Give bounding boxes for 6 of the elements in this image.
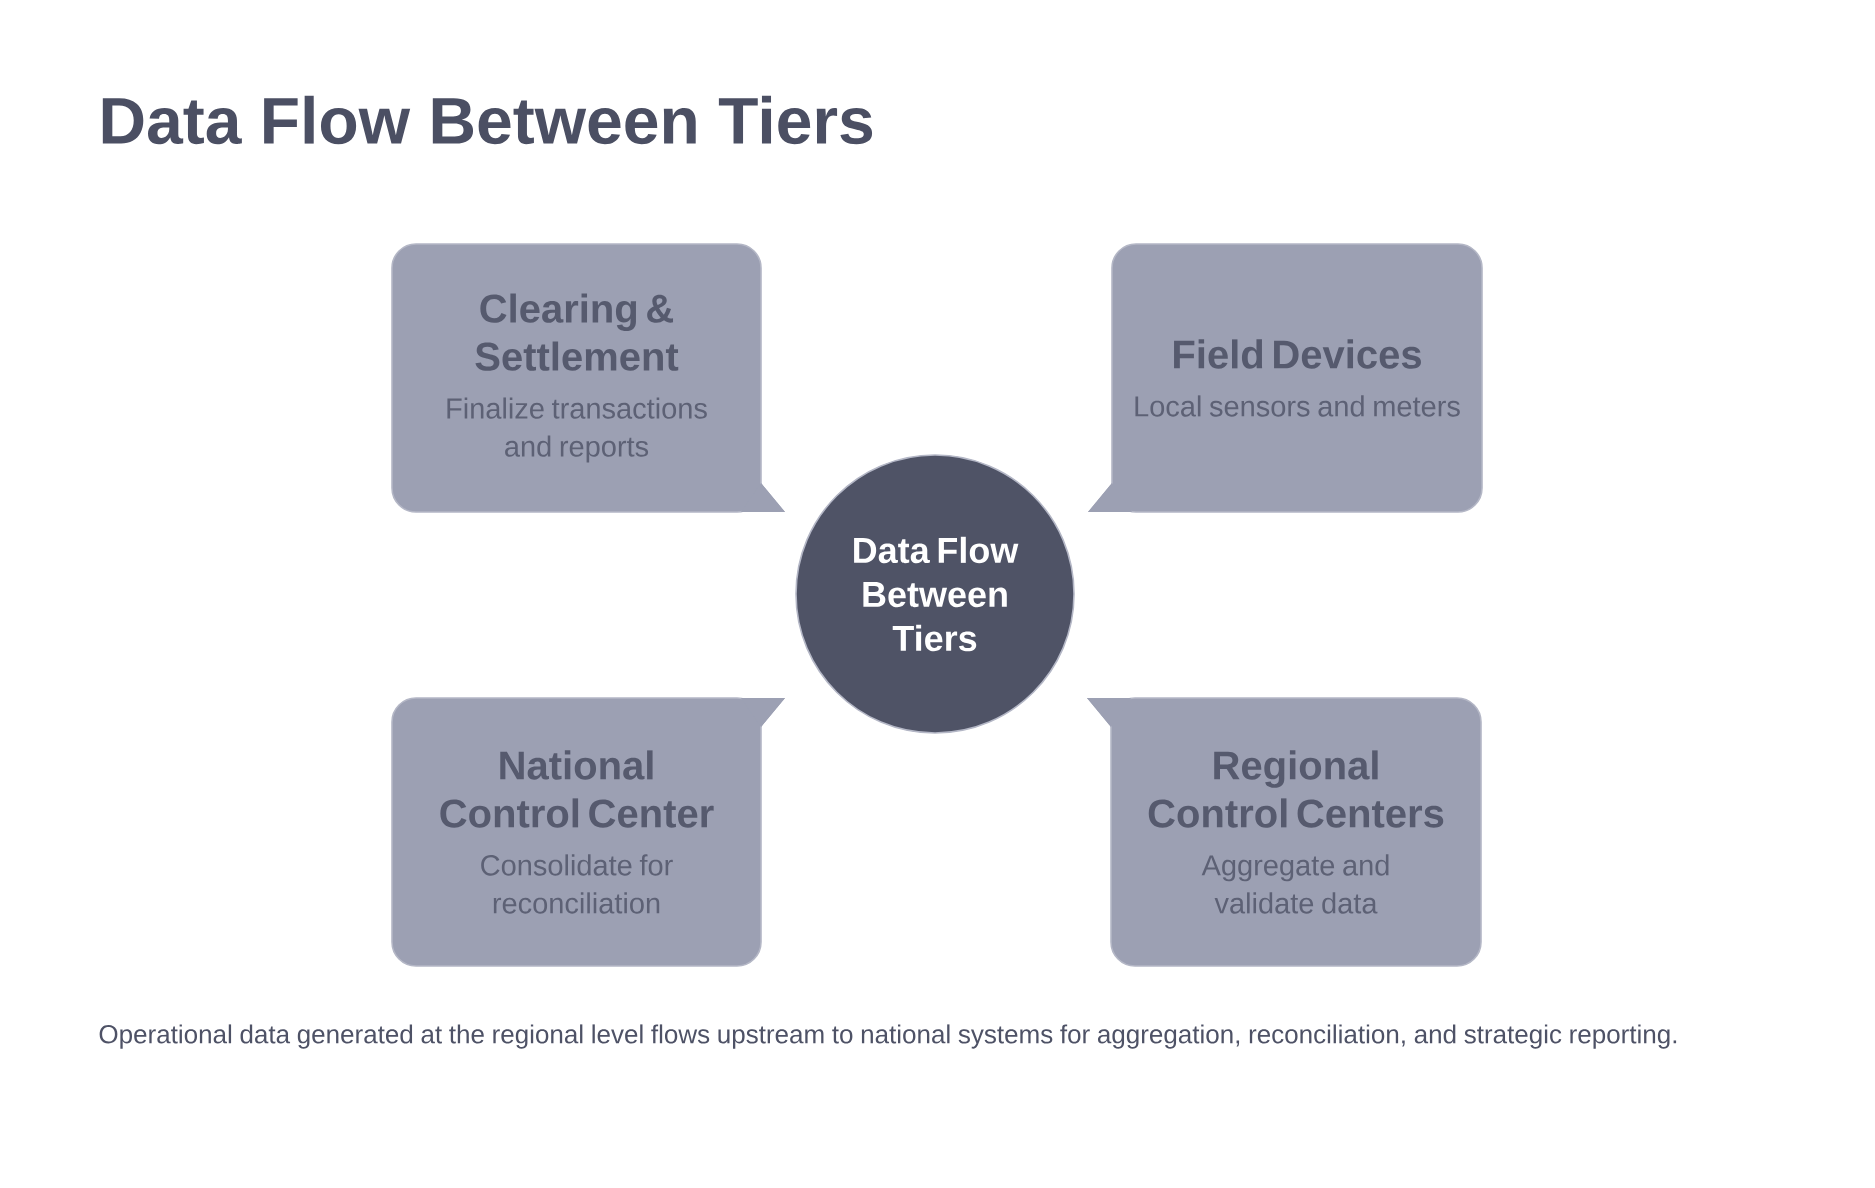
caption: Operational data generated at the regional level flows upstream to national systems for aggregation, reconciliation, and strategic reporting. [99, 1024, 1677, 1049]
title: Data Flow Between Tiers [102, 95, 873, 145]
callout-box: Clearing & Settlement Finalize transactions and reports [391, 243, 785, 513]
callout-box: Regional Control Centers Aggregate and validate data [1087, 697, 1482, 967]
callout-box: National Control Center Consolidate for reconciliation [391, 697, 785, 967]
callout-box: Field Devices Local sensors and meters [1088, 243, 1483, 513]
